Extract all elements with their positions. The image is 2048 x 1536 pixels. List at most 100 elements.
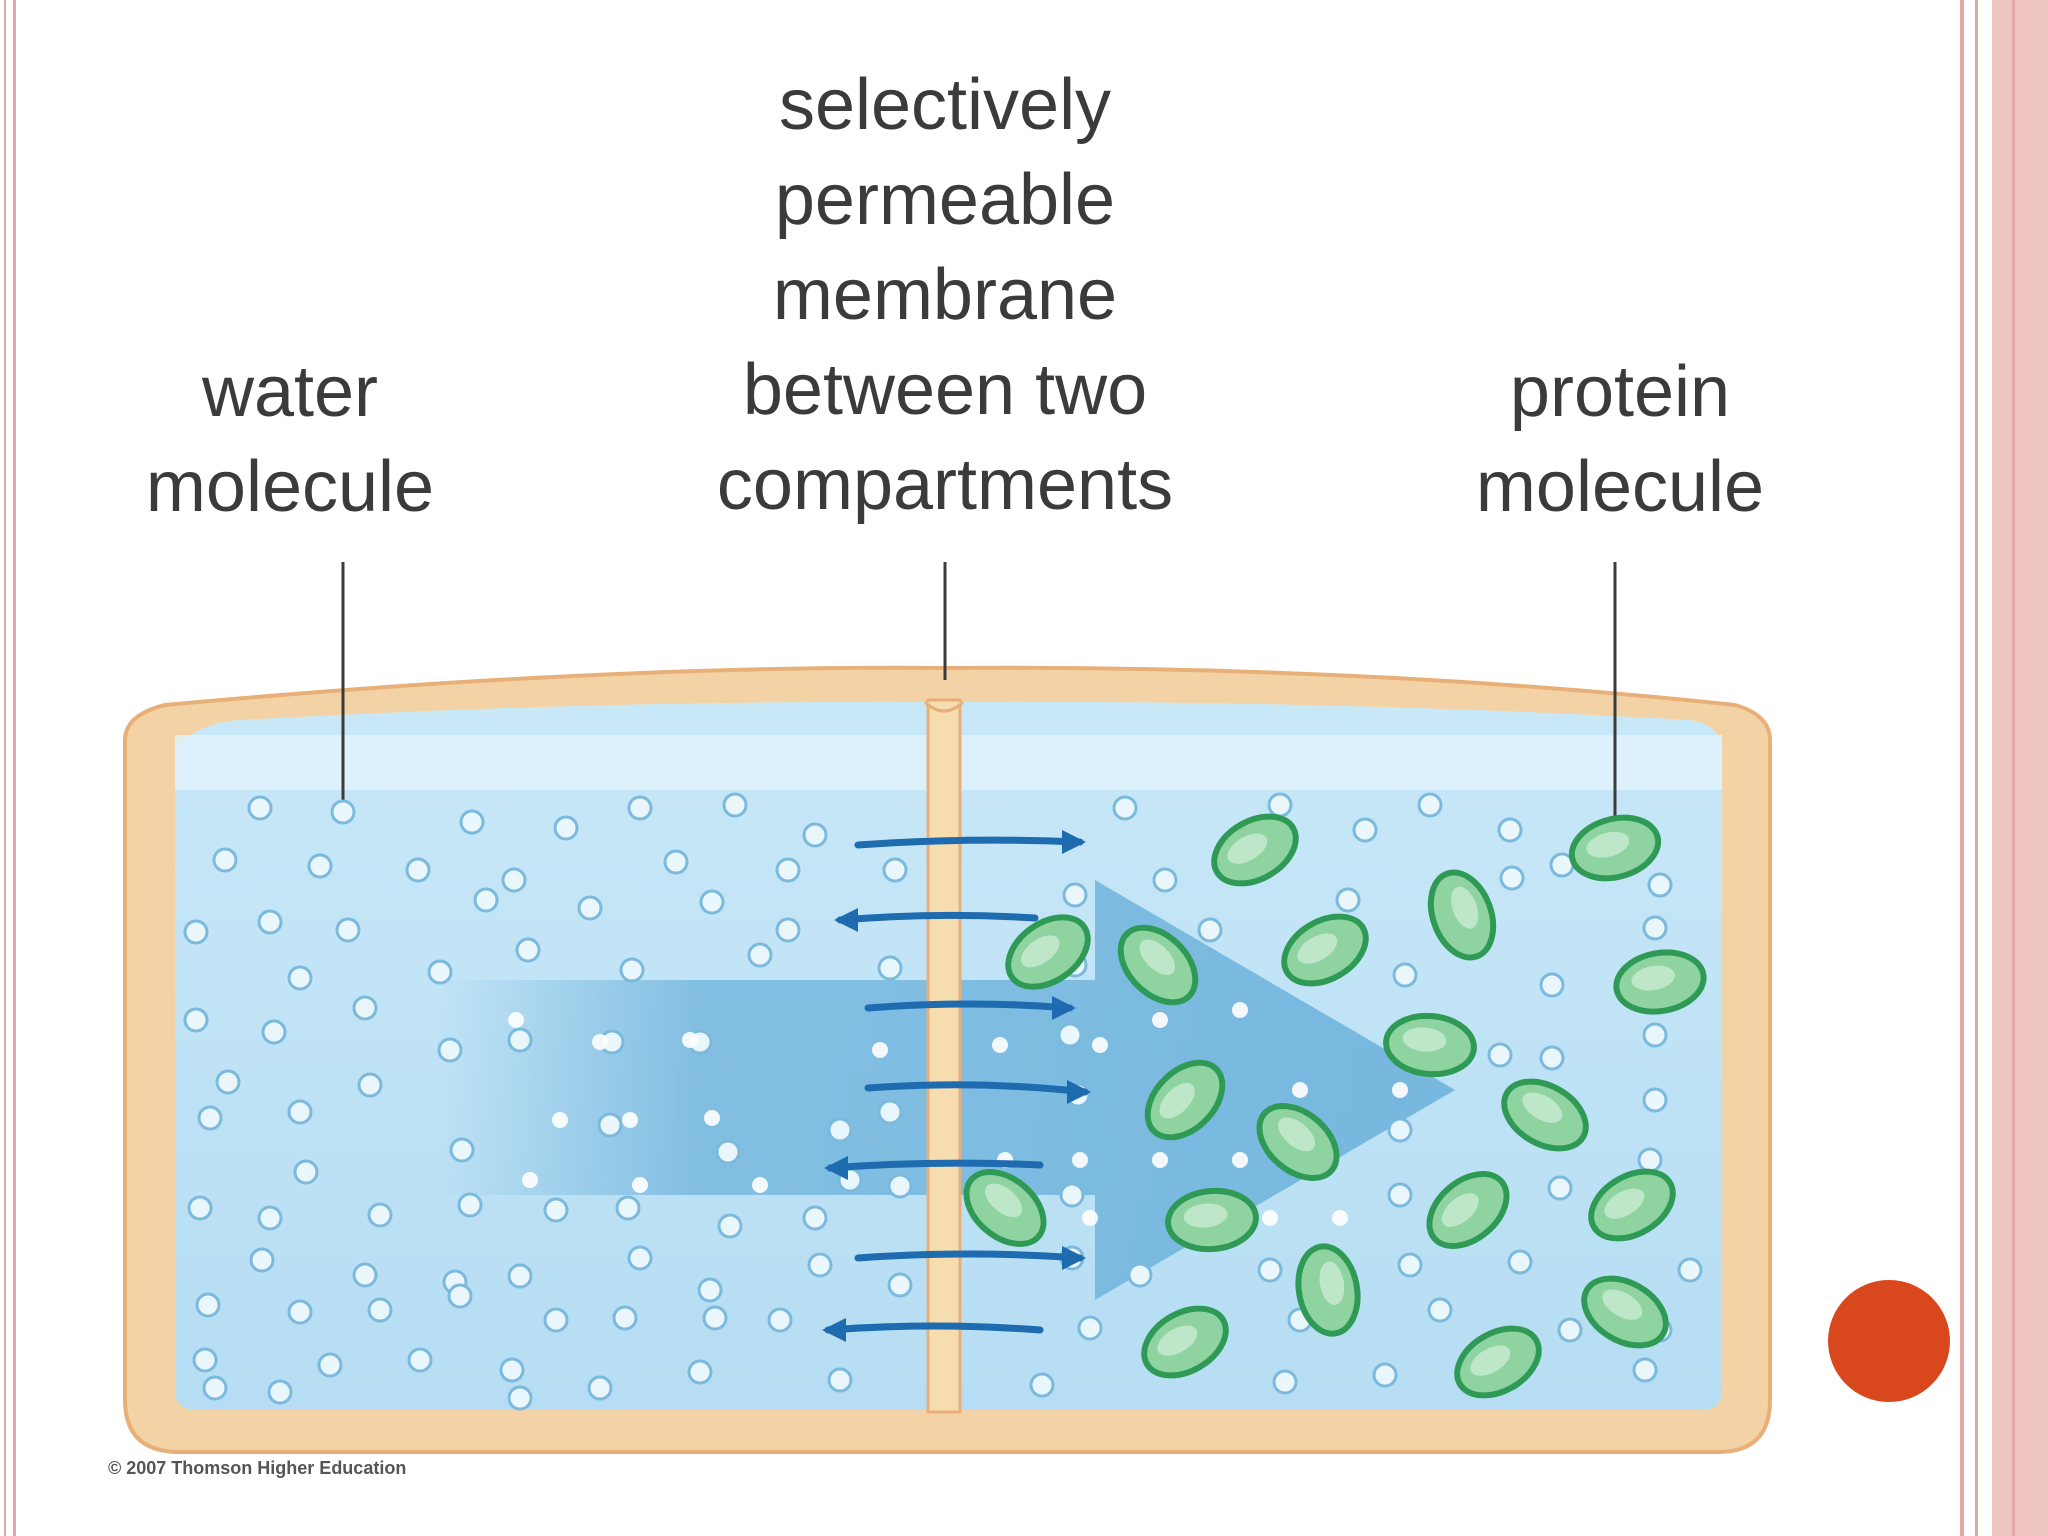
- water-molecule: [1061, 1184, 1083, 1206]
- water-molecule: [872, 1042, 888, 1058]
- water-molecule: [552, 1112, 568, 1128]
- water-molecule: [804, 1207, 826, 1229]
- water-molecule: [689, 1361, 711, 1383]
- label-line: permeable: [620, 153, 1270, 248]
- water-molecule: [1232, 1152, 1248, 1168]
- copyright-credit: © 2007 Thomson Higher Education: [108, 1458, 406, 1479]
- water-molecule: [717, 1141, 739, 1163]
- water-molecule: [1269, 794, 1291, 816]
- water-molecule: [632, 1177, 648, 1193]
- water-molecule: [1634, 1359, 1656, 1381]
- water-molecule: [409, 1349, 431, 1371]
- water-molecule: [1419, 794, 1441, 816]
- water-molecule: [617, 1197, 639, 1219]
- water-molecule: [194, 1349, 216, 1371]
- water-molecule: [1154, 869, 1176, 891]
- water-molecule: [1031, 1374, 1053, 1396]
- water-molecule: [461, 811, 483, 833]
- water-molecule: [719, 1215, 741, 1237]
- water-molecule: [1399, 1254, 1421, 1276]
- water-molecule: [1332, 1210, 1348, 1226]
- water-molecule: [629, 1247, 651, 1269]
- water-molecule: [589, 1377, 611, 1399]
- water-molecule: [517, 939, 539, 961]
- water-molecule: [1337, 889, 1359, 911]
- water-molecule: [369, 1204, 391, 1226]
- water-molecule: [884, 859, 906, 881]
- protein-molecule-label: protein molecule: [1400, 345, 1840, 535]
- water-molecule: [354, 1264, 376, 1286]
- water-molecule: [1644, 1024, 1666, 1046]
- water-molecule: [1499, 819, 1521, 841]
- water-molecule: [1392, 1082, 1408, 1098]
- water-molecule: [804, 824, 826, 846]
- water-molecule: [879, 957, 901, 979]
- label-line: water: [90, 345, 490, 440]
- water-molecule: [259, 911, 281, 933]
- water-molecule: [1549, 1177, 1571, 1199]
- water-molecule: [992, 1037, 1008, 1053]
- water-molecule: [199, 1107, 221, 1129]
- water-molecule: [1232, 1002, 1248, 1018]
- water-molecule: [1559, 1319, 1581, 1341]
- water-molecule: [704, 1307, 726, 1329]
- water-molecule: [665, 851, 687, 873]
- water-molecule: [309, 855, 331, 877]
- water-molecule: [359, 1074, 381, 1096]
- water-molecule: [599, 1114, 621, 1136]
- water-molecule: [1262, 1210, 1278, 1226]
- water-molecule: [1064, 884, 1086, 906]
- water-molecule: [319, 1354, 341, 1376]
- water-molecule: [1152, 1152, 1168, 1168]
- water-molecule: [777, 859, 799, 881]
- water-molecule: [1644, 917, 1666, 939]
- membrane-label: selectively permeable membrane between t…: [620, 58, 1270, 533]
- water-molecule: [369, 1299, 391, 1321]
- water-molecule: [509, 1387, 531, 1409]
- water-molecule-label: water molecule: [90, 345, 490, 535]
- water-molecule: [1509, 1251, 1531, 1273]
- water-molecule: [769, 1309, 791, 1331]
- water-molecule: [295, 1161, 317, 1183]
- label-line: molecule: [1400, 440, 1840, 535]
- water-molecule: [1092, 1037, 1108, 1053]
- water-molecule: [545, 1309, 567, 1331]
- water-molecule: [337, 919, 359, 941]
- slide-accent-dot: [1828, 1280, 1950, 1402]
- water-molecule: [189, 1197, 211, 1219]
- water-molecule: [699, 1279, 721, 1301]
- water-molecule: [1059, 1024, 1081, 1046]
- water-molecule: [629, 797, 651, 819]
- water-molecule: [1541, 974, 1563, 996]
- water-molecule: [259, 1207, 281, 1229]
- water-molecule: [185, 921, 207, 943]
- label-line: protein: [1400, 345, 1840, 440]
- water-molecule: [1644, 1089, 1666, 1111]
- water-molecule: [555, 817, 577, 839]
- water-molecule: [1292, 1082, 1308, 1098]
- water-molecule: [217, 1071, 239, 1093]
- water-molecule: [214, 849, 236, 871]
- water-molecule: [682, 1032, 698, 1048]
- water-molecule: [429, 961, 451, 983]
- water-molecule: [579, 897, 601, 919]
- water-molecule: [503, 869, 525, 891]
- water-molecule: [545, 1199, 567, 1221]
- water-molecule: [509, 1265, 531, 1287]
- water-molecule: [269, 1381, 291, 1403]
- water-molecule: [879, 1101, 901, 1123]
- water-molecule: [185, 1009, 207, 1031]
- water-molecule: [439, 1039, 461, 1061]
- label-line: molecule: [90, 440, 490, 535]
- water-molecule: [889, 1175, 911, 1197]
- label-line: membrane: [620, 248, 1270, 343]
- water-molecule: [829, 1369, 851, 1391]
- water-molecule: [1389, 1119, 1411, 1141]
- water-molecule: [1649, 874, 1671, 896]
- water-molecule: [1114, 797, 1136, 819]
- water-molecule: [509, 1029, 531, 1051]
- water-molecule: [622, 1112, 638, 1128]
- water-molecule: [1501, 867, 1523, 889]
- water-molecule: [508, 1012, 524, 1028]
- water-molecule: [451, 1139, 473, 1161]
